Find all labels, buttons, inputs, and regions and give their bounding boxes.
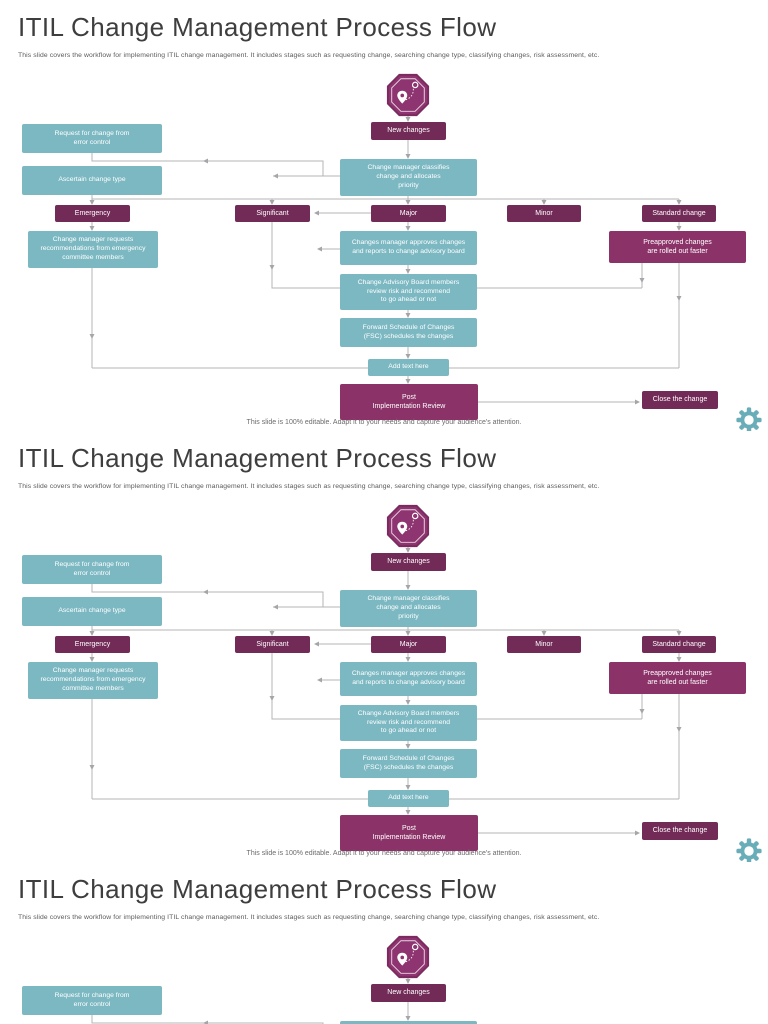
flow-node-new-changes: New changes xyxy=(371,122,446,140)
flow-node-request-for-change: Request for change from error control xyxy=(22,555,162,584)
page-title: ITIL Change Management Process Flow xyxy=(18,12,497,42)
process-flow-diagram: Request for change from error control Ne… xyxy=(0,0,768,445)
flow-node-forward-schedule: Forward Schedule of Changes (FSC) schedu… xyxy=(340,749,477,778)
flow-node-add-text-here: Add text here xyxy=(368,790,449,807)
flow-node-ascertain-change-type: Ascertain change type xyxy=(22,166,162,195)
gear-icon xyxy=(735,406,763,434)
gear-icon xyxy=(735,837,763,865)
flow-node-add-text-here: Add text here xyxy=(368,359,449,376)
route-location-pins-icon xyxy=(385,503,431,549)
flow-node-new-changes: New changes xyxy=(371,984,446,1002)
editable-note: This slide is 100% editable. Adapt it to… xyxy=(246,419,522,426)
flow-node-classify-priority: Change manager classifies change and all… xyxy=(340,590,477,627)
flow-node-classify-priority: Change manager classifies change and all… xyxy=(340,1021,477,1024)
process-flow-diagram: Request for change from error control Ne… xyxy=(0,431,768,876)
flow-node-standard-change: Standard change xyxy=(642,205,716,222)
flow-node-significant: Significant xyxy=(235,636,310,653)
slide-preview[interactable]: ITIL Change Management Process Flow This… xyxy=(0,862,768,1024)
flow-connectors xyxy=(91,977,411,1024)
slide-description: This slide covers the workflow for imple… xyxy=(18,52,600,59)
flow-node-preapproved-changes: Preapproved changes are rolled out faste… xyxy=(609,231,746,263)
flow-node-emergency: Emergency xyxy=(55,636,130,653)
slide-preview[interactable]: ITIL Change Management Process Flow This… xyxy=(0,431,768,864)
flow-node-emergency: Emergency xyxy=(55,205,130,222)
flow-node-ascertain-change-type: Ascertain change type xyxy=(22,597,162,626)
page-title: ITIL Change Management Process Flow xyxy=(18,874,497,904)
process-flow-diagram: Request for change from error control Ne… xyxy=(0,862,768,1024)
flow-node-classify-priority: Change manager classifies change and all… xyxy=(340,159,477,196)
flow-connectors xyxy=(89,115,682,405)
flow-node-approve-changes: Changes manager approves changes and rep… xyxy=(340,662,477,696)
slide-description: This slide covers the workflow for imple… xyxy=(18,914,600,921)
flow-node-change-advisory-board: Change Advisory Board members review ris… xyxy=(340,705,477,741)
flow-node-major: Major xyxy=(371,205,446,222)
flow-node-close-the-change: Close the change xyxy=(642,391,718,409)
flow-connectors xyxy=(89,546,682,836)
flow-node-post-implementation-review: Post Implementation Review xyxy=(340,815,478,851)
flow-node-change-advisory-board: Change Advisory Board members review ris… xyxy=(340,274,477,310)
flow-node-close-the-change: Close the change xyxy=(642,822,718,840)
flow-node-request-for-change: Request for change from error control xyxy=(22,986,162,1015)
flow-node-minor: Minor xyxy=(507,636,581,653)
flow-node-major: Major xyxy=(371,636,446,653)
flow-node-emergency-committee: Change manager requests recommendations … xyxy=(28,662,158,699)
flow-node-approve-changes: Changes manager approves changes and rep… xyxy=(340,231,477,265)
flow-node-post-implementation-review: Post Implementation Review xyxy=(340,384,478,420)
flow-node-request-for-change: Request for change from error control xyxy=(22,124,162,153)
flow-node-new-changes: New changes xyxy=(371,553,446,571)
flow-node-forward-schedule: Forward Schedule of Changes (FSC) schedu… xyxy=(340,318,477,347)
flow-node-significant: Significant xyxy=(235,205,310,222)
page-title: ITIL Change Management Process Flow xyxy=(18,443,497,473)
flow-node-minor: Minor xyxy=(507,205,581,222)
editable-note: This slide is 100% editable. Adapt it to… xyxy=(246,850,522,857)
slide-preview[interactable]: ITIL Change Management Process Flow This… xyxy=(0,0,768,433)
flow-node-standard-change: Standard change xyxy=(642,636,716,653)
route-location-pins-icon xyxy=(385,72,431,118)
flow-node-emergency-committee: Change manager requests recommendations … xyxy=(28,231,158,268)
slide-description: This slide covers the workflow for imple… xyxy=(18,483,600,490)
route-location-pins-icon xyxy=(385,934,431,980)
flow-node-preapproved-changes: Preapproved changes are rolled out faste… xyxy=(609,662,746,694)
